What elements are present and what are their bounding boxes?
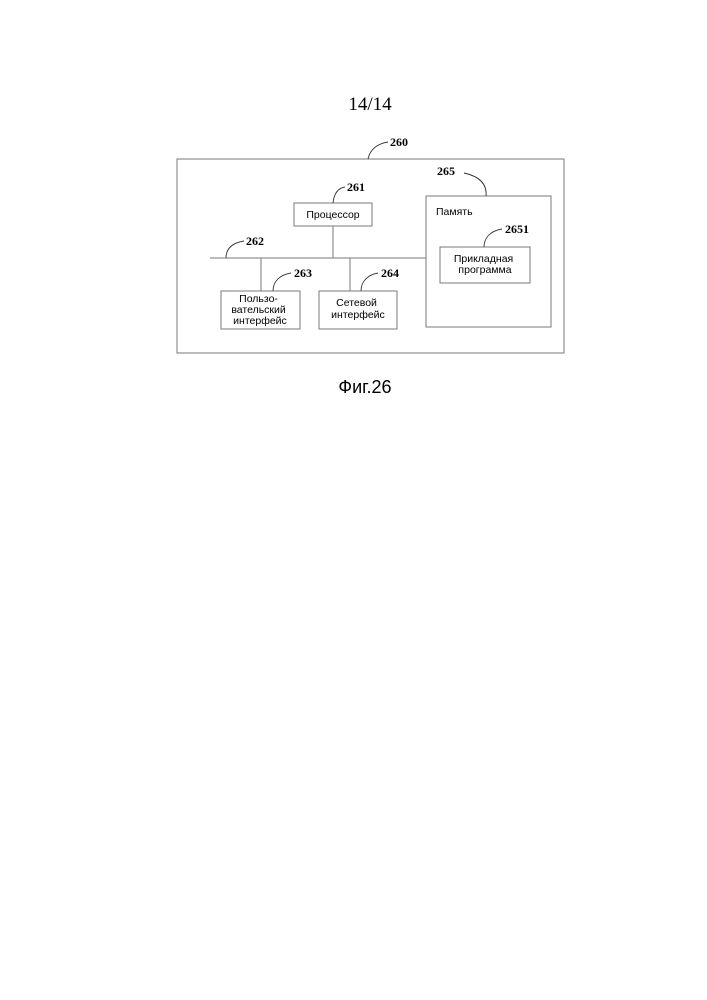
network-interface-label-line-2: интерфейс: [331, 309, 385, 321]
sheet-number: 14/14: [348, 94, 392, 115]
figure-caption: Фиг.26: [338, 377, 391, 397]
user-interface-ref: 263: [294, 266, 312, 280]
device-leader: [368, 142, 388, 159]
processor-ref: 261: [347, 180, 365, 194]
device-ref: 260: [390, 135, 408, 149]
bus-ref: 262: [246, 234, 264, 248]
network-interface-ref: 264: [381, 266, 399, 280]
user-interface-label: Пользо- вательский интерфейс: [231, 293, 288, 327]
application-ref: 2651: [505, 222, 529, 236]
network-interface-label: Сетевой интерфейс: [331, 297, 385, 321]
memory-ref: 265: [437, 164, 455, 178]
application-label-line-2: программа: [458, 264, 511, 276]
network-interface-label-line-1: Сетевой: [336, 297, 377, 309]
user-interface-label-line-3: интерфейс: [233, 315, 287, 327]
processor-label: Процессор: [306, 209, 359, 221]
memory-label: Память: [436, 206, 473, 218]
application-label: Прикладная программа: [454, 253, 516, 276]
